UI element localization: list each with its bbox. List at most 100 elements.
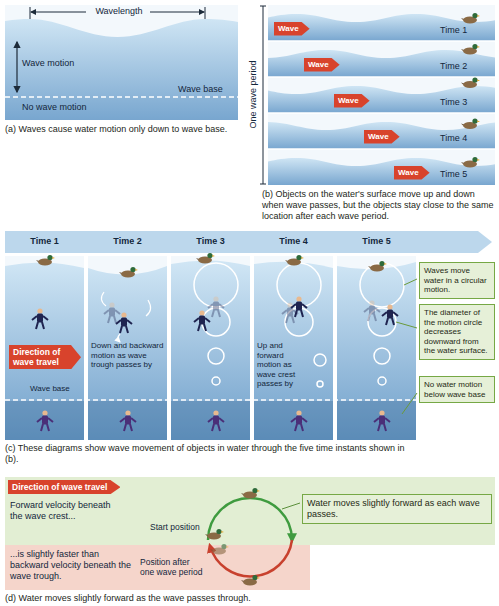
deep-diver (291, 410, 307, 431)
duck (461, 13, 480, 24)
period-bracket (260, 6, 266, 184)
diver (382, 304, 398, 325)
motion-note: Down and backward motion as wave trough … (91, 341, 165, 370)
sky (88, 256, 167, 440)
direction-arrow: Direction of wave travel (9, 345, 81, 369)
time-label: Time 2 (88, 236, 167, 247)
panel-caption: (b) Objects on the water's surface move … (262, 189, 495, 221)
motion-circles (194, 263, 404, 387)
water (254, 262, 333, 440)
water (268, 158, 495, 185)
duck (461, 157, 480, 168)
callout-text: Waves move water in a circular motion. (424, 266, 490, 295)
wave-base-line (5, 96, 238, 98)
wave-base-line (5, 399, 416, 401)
time-label: Time 1 (440, 25, 492, 36)
motion-note: Up and forward motion as wave crest pass… (257, 341, 309, 389)
motion-circle (212, 377, 220, 385)
water (268, 50, 495, 77)
wave-motion-arrow (16, 42, 17, 92)
still-water (337, 401, 416, 440)
still-water (171, 401, 250, 440)
arrow-fill (364, 130, 400, 144)
wave-arrow: Wave (334, 94, 370, 108)
region-label: Wave motion (22, 58, 92, 69)
duck (368, 261, 387, 272)
wavelength-arrow (31, 12, 86, 13)
duck (461, 118, 480, 129)
arrow-text: Direction of wave travel (12, 482, 107, 492)
water (88, 266, 167, 440)
motion-circle (314, 354, 326, 366)
duck-start (205, 529, 224, 540)
callout-box: The diameter of the motion circle decrea… (419, 304, 495, 360)
deep-diver (37, 410, 53, 431)
velocity-note: ...is slightly faster than backward velo… (10, 549, 138, 581)
wave-arrow: Wave (304, 58, 340, 72)
water (268, 14, 495, 41)
trough-band (5, 545, 310, 590)
deep-diver (120, 410, 136, 431)
period-label: One wave period (248, 19, 259, 169)
wave-arrow: Wave (274, 22, 310, 36)
water (5, 19, 238, 120)
diver-ghost (208, 296, 224, 317)
motion-arrow (101, 292, 150, 342)
callout-text: The diameter of the motion circle decrea… (424, 308, 490, 356)
duck (36, 255, 55, 266)
motion-circle (378, 377, 386, 385)
water (268, 86, 495, 113)
time-label: Time 4 (440, 133, 492, 144)
panel-b (268, 5, 495, 185)
motion-circle (202, 308, 230, 336)
panel-a (5, 5, 238, 120)
forward-arc (208, 498, 292, 540)
dimension-label: Wavelength (88, 6, 150, 17)
arrow-text: Wave (308, 60, 329, 70)
still-water (88, 401, 167, 440)
time-label: Time 1 (5, 236, 84, 247)
position-label: Position after one wave period (140, 557, 206, 577)
panel-caption: (a) Waves cause water motion only down t… (5, 124, 240, 135)
crest-band (5, 477, 495, 545)
duck (461, 77, 480, 88)
time-label: Time 5 (337, 236, 416, 247)
velocity-note: Forward velocity beneath the wave crest.… (10, 500, 118, 522)
sky (171, 256, 250, 440)
diver (194, 310, 210, 331)
wave-arrow: Wave (394, 166, 430, 180)
arrow-fill (8, 480, 120, 494)
motion-circle (208, 348, 224, 364)
diver (32, 308, 48, 329)
arrow-fill (274, 22, 310, 36)
motion-circle (317, 381, 323, 387)
panel-d (5, 477, 495, 590)
water (171, 260, 250, 440)
deep-diver (208, 410, 224, 431)
duck (461, 44, 480, 55)
diver (116, 312, 132, 333)
arrow-text: Wave (368, 132, 389, 142)
time-label: Time 3 (440, 97, 492, 108)
still-water (5, 401, 84, 440)
duck (241, 575, 260, 586)
deep-diver (374, 410, 390, 431)
water (5, 262, 84, 440)
water (268, 122, 495, 149)
arrow-text: Direction of wave travel (13, 347, 68, 367)
sky (254, 256, 333, 440)
callout-box: Water moves slightly forward as each wav… (302, 494, 492, 524)
wavelength-arrow (150, 12, 204, 13)
time-label: Time 4 (254, 236, 333, 247)
arrow-fill (9, 345, 81, 369)
duck (241, 488, 260, 499)
direction-arrow: Direction of wave travel (8, 480, 120, 494)
position-label: Start position (150, 522, 202, 532)
arrow-fill (334, 94, 370, 108)
time-label: Time 5 (440, 169, 492, 180)
wave-arrow: Wave (364, 130, 400, 144)
still-water (254, 401, 333, 440)
diver-ghost (104, 302, 120, 323)
time-label: Time 2 (440, 61, 492, 72)
